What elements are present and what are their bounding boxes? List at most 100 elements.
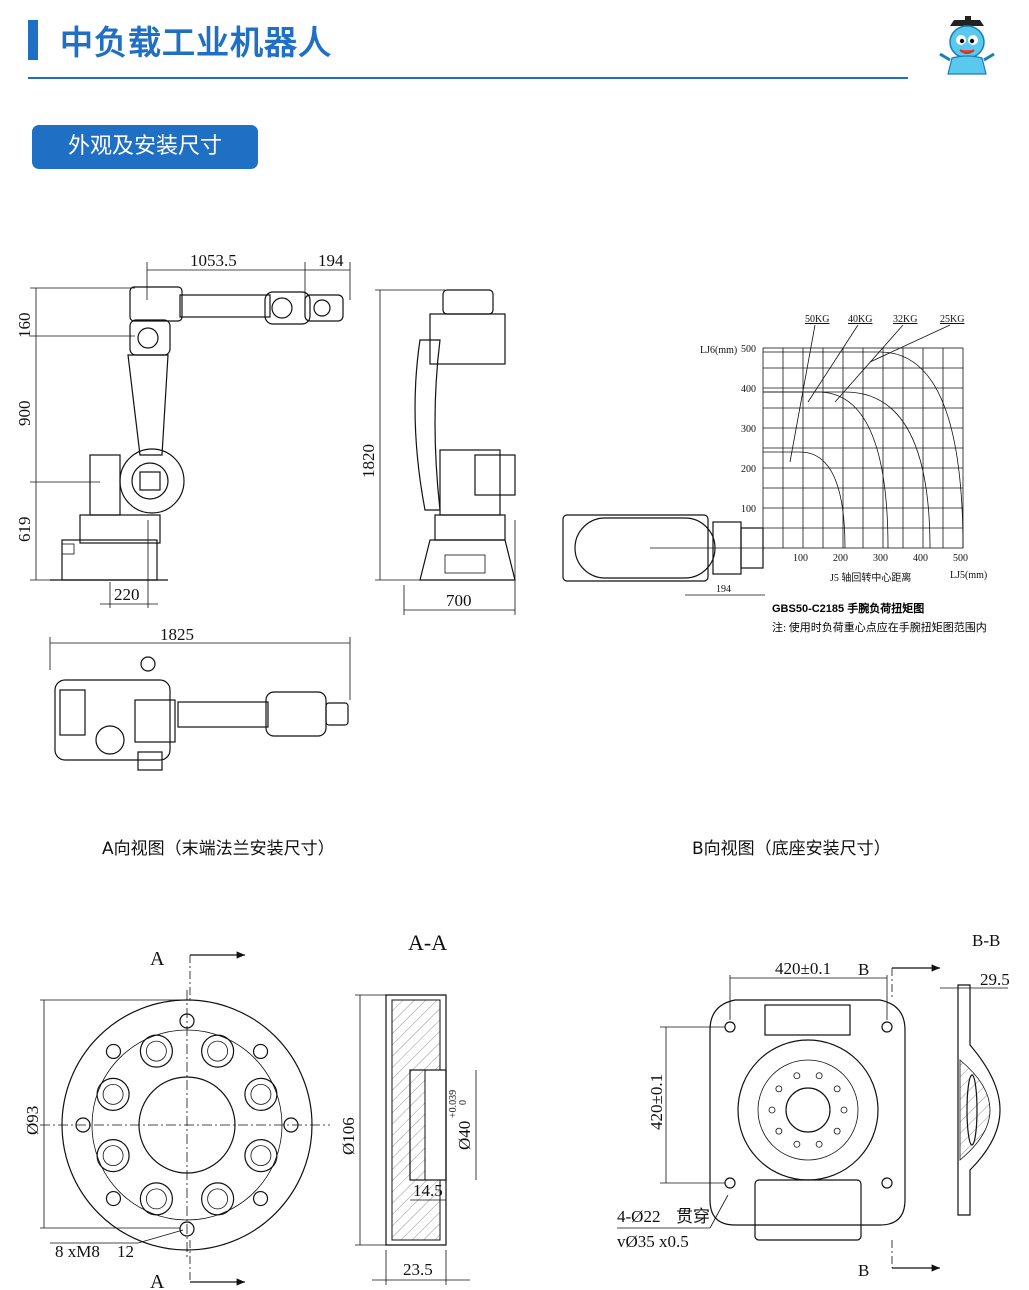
base-bolt-hole bbox=[793, 1140, 801, 1148]
chart-x-title: J5 轴回转中心距离 bbox=[830, 571, 911, 584]
mascot-logo bbox=[939, 16, 995, 75]
flange-pocket bbox=[201, 1182, 235, 1216]
base-bolt-hole bbox=[775, 1085, 783, 1093]
caption-view-a: A向视图（末端法兰安装尺寸） bbox=[102, 839, 335, 859]
base-bolt-hole bbox=[833, 1085, 841, 1093]
dim-depth2: 23.5 bbox=[403, 1260, 433, 1279]
flange-pocket bbox=[139, 1034, 173, 1068]
dim-thread-depth: 12 bbox=[117, 1242, 134, 1261]
header-divider bbox=[28, 77, 908, 79]
chart-load-label: 40KG bbox=[848, 314, 872, 325]
dim-through: 贯穿 bbox=[676, 1207, 710, 1226]
base-bolt-hole bbox=[775, 1127, 783, 1135]
base-letter-bottom: B bbox=[858, 1261, 869, 1280]
dim-bore-tol-upper: +0.039 bbox=[448, 1090, 459, 1118]
base-mount-hole bbox=[881, 1177, 893, 1189]
section-tab: 外观及安装尺寸 bbox=[32, 125, 258, 169]
dim-bore-tol-lower: 0 bbox=[458, 1100, 469, 1105]
dim-counterbore: vØ35 x0.5 bbox=[617, 1232, 689, 1251]
dim-h1: 160 bbox=[15, 313, 34, 339]
base-bolt-hole bbox=[815, 1140, 823, 1148]
dim-reach: 1053.5 bbox=[190, 251, 237, 270]
base-bolt-hole bbox=[793, 1072, 801, 1080]
dim-inner-dia: Ø106 bbox=[339, 1117, 358, 1155]
torque-chart: 194 LJ6(mm) LJ5(mm) J5 轴回转中心距离 500 400 300… bbox=[562, 314, 987, 634]
flange-letter-bottom: A bbox=[150, 1271, 165, 1290]
chart-y-tick: 400 bbox=[741, 384, 756, 395]
base-mount-hole bbox=[724, 1177, 736, 1189]
chart-y-tick: 100 bbox=[741, 504, 756, 515]
base-bolt-hole bbox=[833, 1127, 841, 1135]
top-view-drawing: 1825 bbox=[49, 625, 351, 771]
base-bolt-hole bbox=[840, 1106, 848, 1114]
flange-pocket bbox=[96, 1139, 130, 1173]
flange-letter-top: A bbox=[150, 948, 165, 970]
chart-caption-title: GBS50-C2185 手腕负荷扭矩图 bbox=[772, 601, 924, 615]
chart-leader bbox=[807, 324, 859, 403]
chart-load-label: 25KG bbox=[940, 314, 964, 325]
header-accent-bar bbox=[28, 20, 38, 60]
dim-v-spacing: 420±0.1 bbox=[647, 1074, 666, 1130]
dim-depth1: 14.5 bbox=[413, 1181, 443, 1200]
chart-caption-note: 注: 使用时负荷重心点应在手腕扭矩图范围内 bbox=[772, 620, 987, 634]
base-mount-hole bbox=[881, 1021, 893, 1033]
dim-thickness: 29.5 bbox=[980, 970, 1010, 989]
dim-thread: 8 xM8 bbox=[55, 1242, 100, 1261]
chart-leader bbox=[789, 324, 816, 463]
flange-pocket bbox=[139, 1182, 173, 1216]
chart-leader bbox=[869, 324, 951, 363]
chart-y-tick: 200 bbox=[741, 464, 756, 475]
chart-x-tick: 300 bbox=[873, 553, 888, 564]
flange-pocket bbox=[244, 1139, 278, 1173]
base-section-label: B-B bbox=[972, 931, 1000, 950]
chart-x-tick: 500 bbox=[953, 553, 968, 564]
chart-curve bbox=[763, 391, 931, 549]
chart-y-tick: 300 bbox=[741, 424, 756, 435]
flange-bolt-hole bbox=[105, 1043, 122, 1060]
page-title: 中负载工业机器人 bbox=[60, 23, 332, 62]
chart-curve bbox=[763, 351, 964, 549]
chart-xlabel: LJ5(mm) bbox=[950, 570, 987, 581]
chart-x-tick: 400 bbox=[913, 553, 928, 564]
dim-height: 1820 bbox=[359, 444, 378, 478]
flange-pocket bbox=[201, 1034, 235, 1068]
dim-h-spacing: 420±0.1 bbox=[775, 959, 831, 978]
dim-length: 1825 bbox=[160, 625, 194, 644]
base-mount-hole bbox=[724, 1021, 736, 1033]
chart-grid bbox=[762, 347, 964, 549]
base-letter-top: B bbox=[858, 960, 869, 979]
caption-view-b: B向视图（底座安装尺寸） bbox=[692, 839, 891, 859]
flange-view-drawing: A A Ø93 8 xM8 12 A-A Ø106 Ø40 +0.039 0 bbox=[23, 930, 477, 1290]
chart-x-tick: 100 bbox=[793, 553, 808, 564]
chart-flange-dim: 194 bbox=[716, 584, 731, 595]
base-bolt-hole bbox=[768, 1106, 776, 1114]
flange-pocket bbox=[96, 1077, 130, 1111]
dim-width: 700 bbox=[446, 591, 472, 610]
dim-holes: 4-Ø22 bbox=[617, 1207, 660, 1226]
flange-bolt-hole bbox=[252, 1190, 269, 1207]
flange-pocket bbox=[244, 1077, 278, 1111]
dim-h3: 619 bbox=[15, 517, 34, 543]
flange-bolt-hole bbox=[105, 1190, 122, 1207]
chart-curve bbox=[763, 391, 889, 549]
dim-outer-dia: Ø93 bbox=[23, 1106, 42, 1135]
chart-leader bbox=[834, 324, 904, 403]
chart-load-label: 32KG bbox=[893, 314, 917, 325]
front-view-drawing: 1820 700 bbox=[359, 289, 516, 615]
chart-ylabel: LJ6(mm) bbox=[700, 345, 737, 356]
base-bolt-hole bbox=[815, 1072, 823, 1080]
chart-curve bbox=[763, 451, 846, 549]
flange-bolt-hole bbox=[252, 1043, 269, 1060]
dim-wrist: 194 bbox=[318, 251, 344, 270]
flange-bolt-hole bbox=[179, 1221, 195, 1237]
dim-h2: 900 bbox=[15, 401, 34, 427]
flange-section-label: A-A bbox=[408, 930, 447, 955]
dim-base-offset: 220 bbox=[114, 585, 140, 604]
dim-bore: Ø40 bbox=[455, 1121, 474, 1150]
base-view-drawing: B-B B B 420±0.1 420±0.1 4-Ø22 贯穿 vØ35 x0… bbox=[617, 931, 1010, 1280]
side-view-drawing: 1053.5 194 160 900 619 220 bbox=[15, 251, 351, 608]
chart-x-tick: 200 bbox=[833, 553, 848, 564]
chart-y-tick: 500 bbox=[741, 344, 756, 355]
chart-load-label: 50KG bbox=[805, 314, 829, 325]
